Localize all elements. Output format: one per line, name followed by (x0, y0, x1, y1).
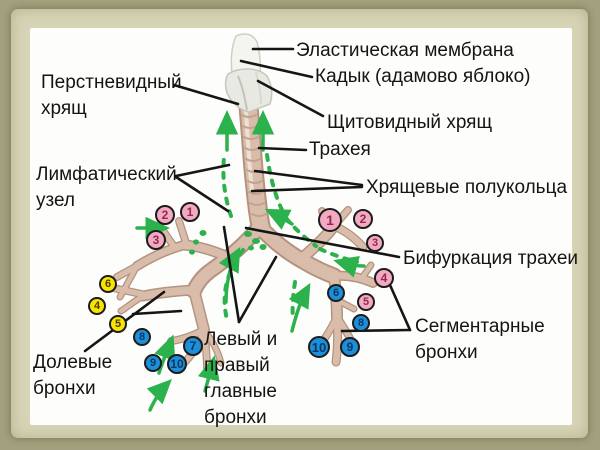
pointer-semirings-lower (250, 185, 364, 193)
larynx-illustration (224, 33, 273, 113)
marker-left-yellow-5: 5 (109, 315, 127, 333)
label-main-line4: бронхи (204, 407, 267, 428)
label-elastic-membrane: Эластическая мембрана (296, 40, 514, 61)
marker-right-pink-5: 5 (357, 293, 375, 311)
pointer-bifurcation (244, 226, 401, 259)
label-cricoid-cartilage: Перстневидный хрящ (41, 70, 182, 122)
label-trachea: Трахея (309, 139, 371, 160)
label-lymph-line1: Лимфатический (36, 164, 177, 185)
label-segmental-line2: бронхи (415, 342, 478, 363)
label-cricoid-line1: Перстневидный (41, 72, 182, 93)
label-segmental-bronchi: Сегментарные бронхи (415, 314, 545, 366)
pointer-trachea (257, 146, 308, 152)
marker-right-pink-4: 4 (374, 268, 394, 288)
pointer-segmental-upper (388, 283, 412, 332)
pointer-main-bronchi-right (237, 255, 278, 324)
pointer-lobar-branch (131, 309, 183, 316)
marker-left-blue-7: 7 (183, 336, 203, 356)
marker-left-yellow-4: 4 (88, 297, 106, 315)
label-lobar-line1: Долевые (33, 352, 113, 373)
marker-right-pink-3: 3 (366, 234, 384, 252)
pointer-segmental-lower (340, 328, 412, 333)
label-lobar-bronchi: Долевые бронхи (33, 350, 112, 402)
pointer-thyroid-cartilage (256, 79, 325, 118)
label-adams-apple: Кадык (адамово яблоко) (315, 66, 531, 87)
pointer-lines (83, 47, 412, 353)
marker-left-pink-1: 1 (180, 202, 200, 222)
lymph-flow-arrows (135, 110, 366, 412)
trachea-ridges (241, 110, 267, 217)
marker-right-blue-6: 6 (327, 284, 345, 302)
label-thyroid-cartilage: Щитовидный хрящ (327, 112, 493, 133)
marker-right-blue-9: 9 (340, 337, 360, 357)
label-lobar-line2: бронхи (33, 378, 96, 399)
label-main-line3: главные (204, 381, 277, 402)
pointer-lymph-upper (174, 163, 231, 178)
marker-right-blue-10: 10 (308, 336, 330, 358)
marker-left-yellow-6: 6 (99, 275, 117, 293)
marker-left-pink-3: 3 (146, 230, 166, 250)
marker-left-pink-2: 2 (155, 205, 175, 225)
marker-left-blue-9: 9 (144, 354, 162, 372)
marker-right-pink-2: 2 (353, 209, 373, 229)
pointer-main-bronchi-left (222, 225, 241, 324)
label-bifurcation: Бифуркация трахеи (403, 248, 579, 269)
label-main-line2: правый (204, 355, 270, 376)
pointer-cricoid-cartilage (172, 83, 240, 106)
label-main-line1: Левый и (204, 329, 278, 350)
marker-left-blue-10: 10 (167, 354, 187, 374)
label-main-bronchi: Левый и правый главные бронхи (204, 327, 277, 431)
marker-right-blue-8: 8 (352, 314, 370, 332)
label-lymph-line2: узел (36, 190, 76, 211)
thyroid-cartilage-shape (224, 68, 273, 113)
lymph-nodes (189, 230, 267, 255)
label-segmental-line1: Сегментарные (415, 316, 545, 337)
pointer-lymph-lower (174, 175, 230, 213)
pointer-adams-apple (239, 59, 314, 79)
marker-right-pink-1: 1 (318, 208, 342, 232)
label-cricoid-line2: хрящ (41, 98, 87, 119)
marker-left-blue-8: 8 (133, 328, 151, 346)
elastic-membrane-shape (230, 33, 262, 81)
pointer-semirings-upper (253, 169, 364, 187)
label-lymph-node: Лимфатический узел (36, 162, 177, 214)
diagram-panel (30, 28, 572, 425)
label-cartilage-semirings: Хрящевые полукольца (366, 177, 568, 198)
